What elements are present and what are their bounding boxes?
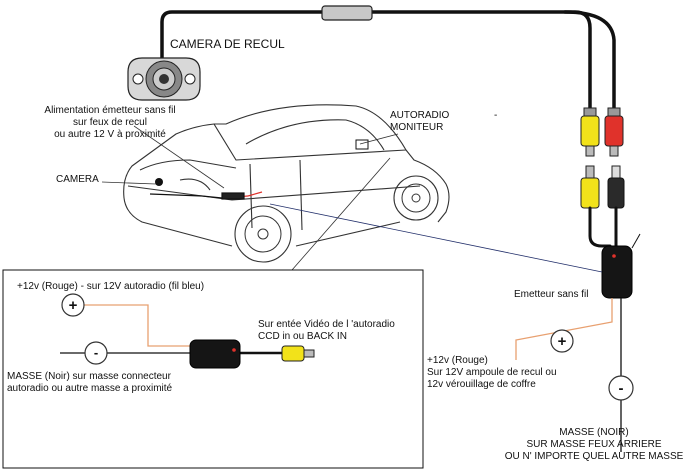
wireless-transmitter xyxy=(601,233,641,299)
rear-wheel xyxy=(234,205,292,263)
wireless-receiver xyxy=(189,339,241,369)
label-plus12-recul: +12v (Rouge) Sur 12V ampoule de recul ou… xyxy=(427,355,557,391)
label-camera-de-recul: CAMERA DE RECUL xyxy=(170,37,285,51)
label-line: MASSE (Noir) sur masse connecteur xyxy=(7,371,171,382)
label-line: sur feux de recul xyxy=(73,117,147,128)
label-line: Alimentation émetteur sans fil xyxy=(44,105,176,116)
label-line: MONITEUR xyxy=(390,122,444,133)
lower-cables xyxy=(588,206,618,248)
label-line: +12v (Rouge) xyxy=(427,355,488,366)
label-dash: - xyxy=(494,110,498,121)
label-plus12-autoradio: +12v (Rouge) - sur 12V autoradio (fil bl… xyxy=(17,281,205,292)
backup-camera xyxy=(127,57,201,101)
label-autoradio: AUTORADIO MONITEUR xyxy=(390,110,449,134)
yellow-rca-plug-lower xyxy=(580,165,600,209)
red-rca-plug-top xyxy=(604,107,624,157)
leader-lines xyxy=(101,125,603,273)
plus-symbol: + xyxy=(558,333,567,350)
label-line: CCD in ou BACK IN xyxy=(258,331,347,342)
car-wiring xyxy=(149,191,263,200)
minus-terminal-right: - xyxy=(608,375,634,401)
dashboard-monitor xyxy=(355,139,369,150)
minus-terminal-inset: - xyxy=(84,341,108,365)
label-line: ou autre 12 V à proximité xyxy=(54,129,166,140)
plus-terminal-right: + xyxy=(550,329,574,353)
label-emetteur: Emetteur sans fil xyxy=(514,289,589,300)
yellow-rca-plug-inset xyxy=(281,345,315,362)
camera-mount-point xyxy=(155,178,163,186)
label-line: Sur 12V ampoule de recul ou xyxy=(427,367,557,378)
label-masse-arriere: MASSE (NOIR) SUR MASSE FEUX ARRIERE OU N… xyxy=(504,427,684,463)
label-line: autoradio ou autre masse a proximité xyxy=(7,383,173,394)
black-plug-lower xyxy=(607,165,625,209)
front-wheel xyxy=(393,175,439,221)
label-line: AUTORADIO xyxy=(390,110,450,121)
minus-symbol: - xyxy=(619,380,624,397)
label-line: 12v vérouillage de coffre xyxy=(427,379,536,390)
inset-frame xyxy=(2,269,424,469)
plus-terminal-inset: + xyxy=(61,293,85,317)
plus-symbol: + xyxy=(69,297,78,314)
label-video-in: Sur entée Vidéo de l 'autoradio CCD in o… xyxy=(258,319,395,343)
camera-cable xyxy=(160,10,616,110)
car-outline xyxy=(123,104,450,247)
cable-connector xyxy=(321,5,373,21)
minus-symbol: - xyxy=(94,345,98,360)
label-alimentation: Alimentation émetteur sans fil sur feux … xyxy=(10,105,210,141)
label-line: SUR MASSE FEUX ARRIERE xyxy=(526,439,662,450)
label-camera: CAMERA xyxy=(56,174,99,185)
label-line: Sur entée Vidéo de l 'autoradio xyxy=(258,319,395,330)
label-masse-autoradio: MASSE (Noir) sur masse connecteur autora… xyxy=(7,371,172,395)
label-line: MASSE (NOIR) xyxy=(559,427,629,438)
label-line: OU N' IMPORTE QUEL AUTRE MASSE xyxy=(504,451,684,462)
inset-wires xyxy=(60,304,282,355)
yellow-rca-plug-top xyxy=(580,107,600,157)
